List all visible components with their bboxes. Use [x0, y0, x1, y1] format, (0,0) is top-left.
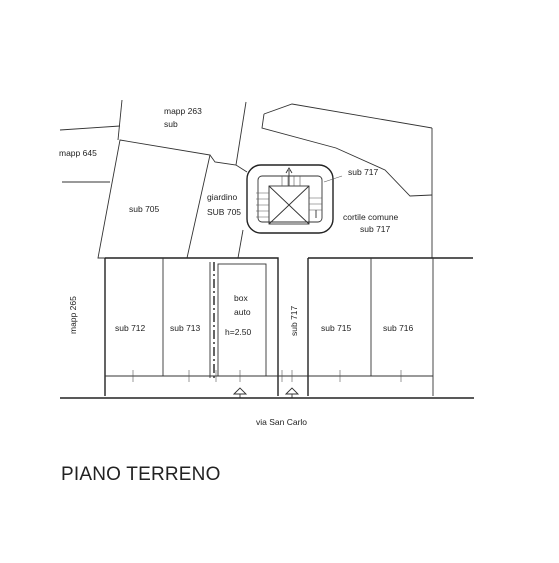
garage-row — [104, 257, 473, 398]
label-sub-713: sub 713 — [170, 323, 201, 333]
label-mapp-263: mapp 263 — [164, 106, 202, 116]
label-giardino: giardino — [207, 192, 238, 202]
label-street: via San Carlo — [256, 417, 307, 427]
label-sub-top: sub — [164, 119, 178, 129]
label-giardino-sub: SUB 705 — [207, 207, 241, 217]
label-mapp-265: mapp 265 — [68, 296, 78, 334]
label-box: box — [234, 293, 248, 303]
label-cortile: cortile comune — [343, 212, 399, 222]
label-auto: auto — [234, 307, 251, 317]
stairwell — [246, 164, 343, 234]
label-sub-716: sub 716 — [383, 323, 414, 333]
label-mapp-645: mapp 645 — [59, 148, 97, 158]
label-sub-717-vertical: sub 717 — [289, 305, 299, 336]
label-height: h=2.50 — [225, 327, 252, 337]
upper-boundaries — [59, 99, 433, 258]
label-sub-705: sub 705 — [129, 204, 160, 214]
label-cortile-sub: sub 717 — [360, 224, 391, 234]
label-sub-712: sub 712 — [115, 323, 146, 333]
page-title: PIANO TERRENO — [61, 464, 221, 485]
plan-labels: mapp 263 sub mapp 645 sub 705 giardino S… — [59, 106, 414, 485]
label-sub-715: sub 715 — [321, 323, 352, 333]
label-sub-717-stair: sub 717 — [348, 167, 379, 177]
